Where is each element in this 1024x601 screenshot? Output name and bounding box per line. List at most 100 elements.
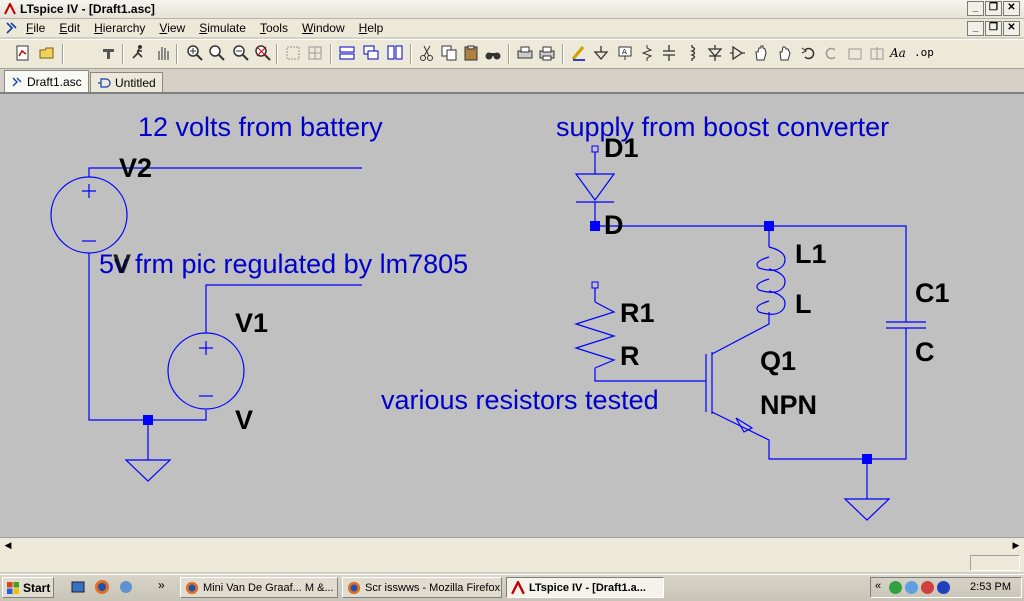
clock[interactable]: 2:53 PM: [970, 581, 1011, 593]
label-c1[interactable]: C1: [915, 278, 950, 308]
task-label: LTspice IV - [Draft1.a...: [529, 581, 646, 594]
zoom-pan-icon[interactable]: [208, 44, 226, 62]
menu-hierarchy[interactable]: Hierarchy: [94, 21, 146, 35]
rotate-icon[interactable]: [846, 44, 864, 62]
comment-pic[interactable]: 5v frm pic regulated by lm7805: [99, 249, 469, 279]
spice-directive-icon[interactable]: .op: [914, 46, 934, 59]
cut-icon[interactable]: [418, 44, 436, 62]
ground-icon[interactable]: [592, 44, 610, 62]
security-tray-icon[interactable]: [921, 581, 934, 594]
label-c1-value[interactable]: C: [915, 337, 935, 367]
component-icon[interactable]: [728, 44, 746, 62]
tray-expand-icon[interactable]: «: [875, 580, 882, 592]
taskbar-item-firefox-2[interactable]: Scr isswws - Mozilla Firefox: [342, 577, 502, 598]
label-v2[interactable]: V2: [119, 153, 153, 183]
label-q1[interactable]: Q1: [760, 346, 797, 376]
update-tray-icon[interactable]: [905, 581, 918, 594]
schematic-canvas[interactable]: 12 volts from battery supply from boost …: [0, 92, 1024, 539]
label-q1-value[interactable]: NPN: [760, 390, 818, 420]
scroll-right-arrow-icon[interactable]: ▶: [1012, 540, 1020, 550]
diode-d1[interactable]: [574, 173, 616, 203]
horizontal-scrollbar[interactable]: ◀ ▶: [0, 537, 1024, 552]
firefox-quicklaunch-icon[interactable]: [94, 579, 110, 595]
menu-window[interactable]: Window: [301, 21, 345, 35]
scroll-left-arrow-icon[interactable]: ◀: [4, 540, 12, 550]
bluetooth-tray-icon[interactable]: [937, 581, 950, 594]
media-player-icon[interactable]: [118, 579, 134, 595]
doc-minimize-button[interactable]: _: [967, 21, 984, 36]
print-icon[interactable]: [538, 44, 556, 62]
text-icon[interactable]: Aa: [890, 46, 906, 60]
menu-edit[interactable]: Edit: [59, 21, 81, 35]
redo-icon[interactable]: [822, 44, 840, 62]
cascade-icon[interactable]: [362, 44, 380, 62]
run-icon[interactable]: [130, 44, 148, 62]
comment-boost[interactable]: supply from boost converter: [556, 112, 890, 142]
label-l1-value[interactable]: L: [795, 289, 812, 319]
label-r1-value[interactable]: R: [620, 341, 640, 371]
zoom-out-icon[interactable]: [232, 44, 250, 62]
close-button[interactable]: ✕: [1003, 1, 1020, 16]
inductor-icon[interactable]: [684, 44, 702, 62]
transistor-q1[interactable]: [705, 352, 754, 433]
zoom-in-icon[interactable]: [186, 44, 204, 62]
comment-battery[interactable]: 12 volts from battery: [138, 112, 383, 142]
tile-vertical-icon[interactable]: [386, 44, 404, 62]
label-v1[interactable]: V1: [235, 308, 269, 338]
move-icon[interactable]: [752, 44, 770, 62]
label-v2-value[interactable]: V: [113, 249, 132, 279]
label-d1[interactable]: D1: [604, 133, 639, 163]
label-v1-value[interactable]: V: [235, 405, 254, 435]
taskbar-item-firefox-1[interactable]: Mini Van De Graaf... M &...: [180, 577, 338, 598]
quicklaunch-overflow[interactable]: »: [158, 578, 165, 592]
grid-icon[interactable]: [306, 44, 324, 62]
network-tray-icon[interactable]: [889, 581, 902, 594]
doc-restore-button[interactable]: ❐: [985, 21, 1002, 36]
diode-icon[interactable]: [706, 44, 724, 62]
mirror-icon[interactable]: [868, 44, 886, 62]
label-l1[interactable]: L1: [795, 239, 827, 269]
print-preview-icon[interactable]: [516, 44, 534, 62]
menu-file[interactable]: File: [26, 21, 46, 35]
undo-icon[interactable]: [800, 44, 818, 62]
inductor-l1[interactable]: [756, 246, 786, 315]
restore-button[interactable]: ❐: [985, 1, 1002, 16]
menu-help[interactable]: Help: [358, 21, 384, 35]
resistor-icon[interactable]: [638, 44, 656, 62]
copy-icon[interactable]: [440, 44, 458, 62]
ground-symbol[interactable]: [124, 459, 172, 482]
taskbar-item-ltspice[interactable]: LTspice IV - [Draft1.a...: [506, 577, 664, 598]
zoom-fit-icon[interactable]: [254, 44, 272, 62]
paste-icon[interactable]: [462, 44, 480, 62]
label-d1-value[interactable]: D: [604, 210, 624, 240]
tab-draft1[interactable]: Draft1.asc: [4, 70, 89, 92]
menu-view[interactable]: View: [159, 21, 186, 35]
tab-untitled[interactable]: Untitled: [90, 72, 163, 92]
status-bar: [0, 552, 1024, 572]
draw-wire-icon[interactable]: [570, 44, 588, 62]
voltage-source-v1[interactable]: [167, 332, 245, 410]
autorange-icon[interactable]: [284, 44, 302, 62]
halt-icon[interactable]: [154, 44, 172, 62]
menu-simulate[interactable]: Simulate: [199, 21, 246, 35]
new-schematic-icon[interactable]: [14, 44, 32, 62]
ground-symbol[interactable]: [843, 498, 891, 521]
control-panel-icon[interactable]: [100, 44, 118, 62]
voltage-source-v2[interactable]: [50, 176, 128, 254]
menu-tools[interactable]: Tools: [259, 21, 288, 35]
label-net-icon[interactable]: A: [616, 44, 634, 62]
resistor-r1[interactable]: [574, 301, 616, 369]
show-desktop-icon[interactable]: [70, 579, 86, 595]
comment-resistors[interactable]: various resistors tested: [381, 385, 659, 415]
doc-close-button[interactable]: ✕: [1003, 21, 1020, 36]
open-icon[interactable]: [38, 44, 56, 62]
capacitor-c1[interactable]: [886, 321, 926, 329]
label-r1[interactable]: R1: [620, 298, 655, 328]
document-system-icon[interactable]: [4, 21, 18, 35]
capacitor-icon[interactable]: [660, 44, 678, 62]
drag-icon[interactable]: [776, 44, 794, 62]
find-icon[interactable]: [484, 44, 502, 62]
start-button[interactable]: Start: [2, 577, 54, 598]
minimize-button[interactable]: _: [967, 1, 984, 16]
tile-horizontal-icon[interactable]: [338, 44, 356, 62]
